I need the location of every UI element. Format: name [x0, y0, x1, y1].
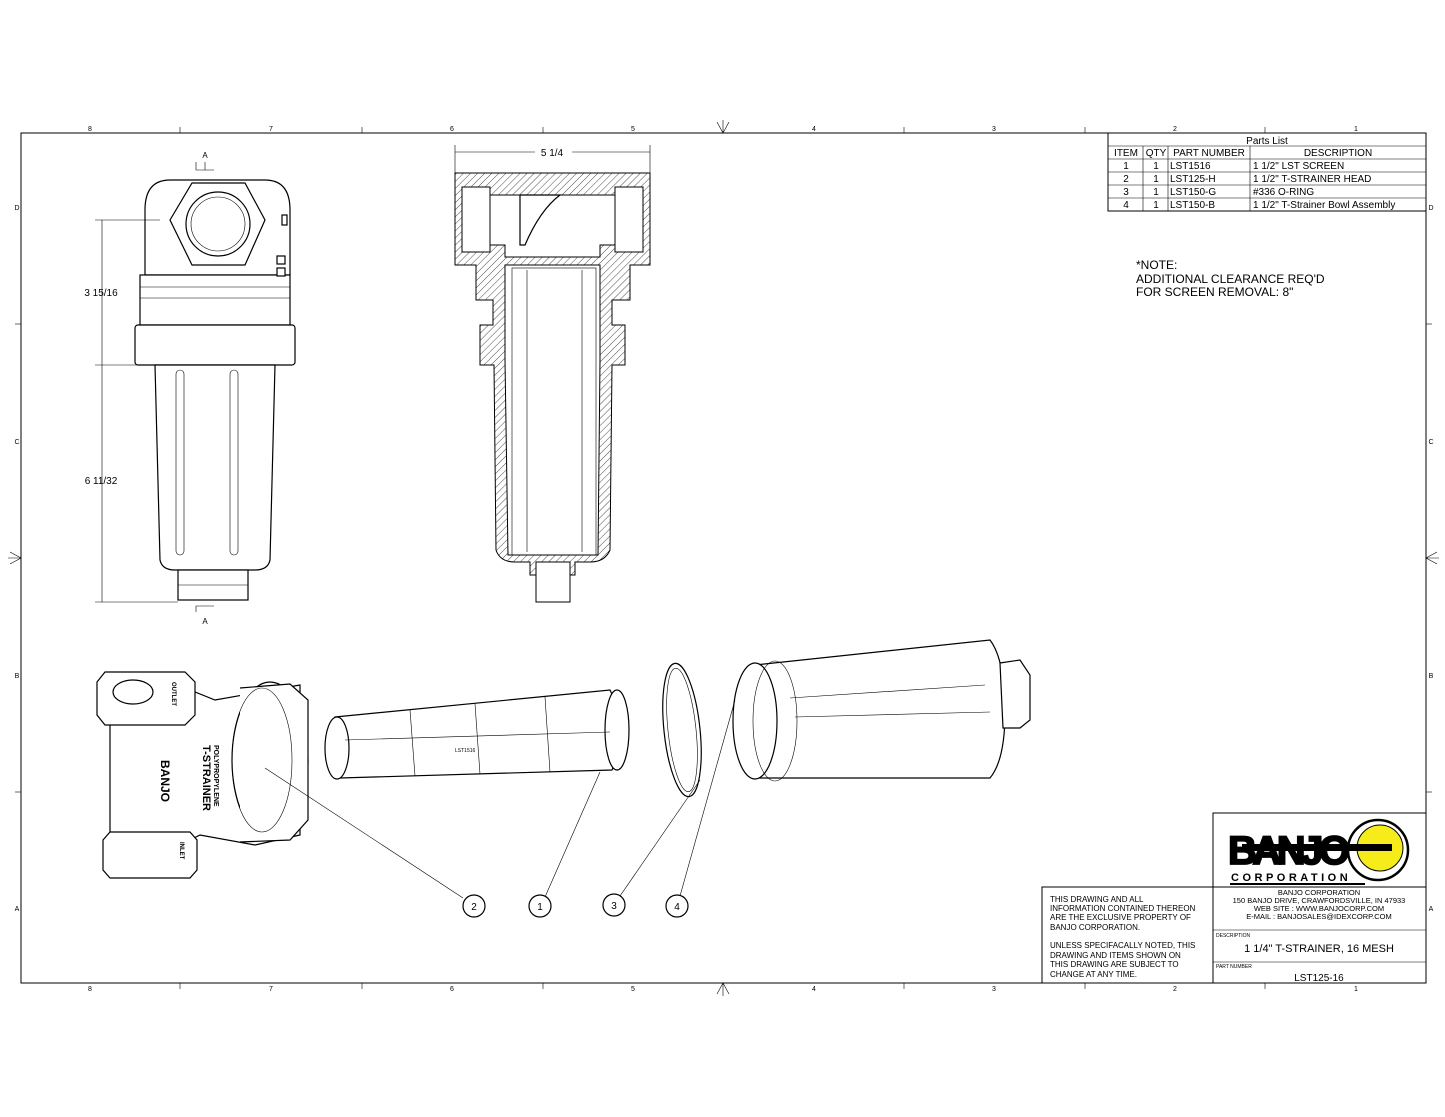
- note-line-2: ADDITIONAL CLEARANCE REQ'D: [1136, 272, 1325, 286]
- zone-col-1: 1: [1354, 126, 1358, 133]
- row-description: 1 1/2" T-Strainer Bowl Assembly: [1253, 200, 1395, 211]
- zone-col-5: 5: [631, 126, 635, 133]
- company-name: BANJO CORPORATION: [1278, 888, 1360, 897]
- logo-subtext: CORPORATION: [1231, 872, 1351, 884]
- title-block: BANJO CORPORATION BANJO CORPORATION 150 …: [1041, 812, 1427, 984]
- disclaimer-line: INFORMATION CONTAINED THEREON: [1050, 904, 1196, 913]
- row-qty: 1: [1153, 174, 1159, 185]
- zone-col-2-bottom: 2: [1173, 986, 1177, 993]
- balloon-3: 3: [611, 901, 617, 912]
- section-view: 5 1/4: [454, 145, 651, 603]
- dim-width: 5 1/4: [541, 148, 564, 159]
- row-part-number: LST125-H: [1170, 174, 1216, 185]
- zone-row-d: D: [14, 205, 19, 212]
- zone-col-4-bottom: 4: [812, 986, 816, 993]
- header-qty: QTY: [1146, 148, 1167, 159]
- marking-inlet: INLET: [178, 842, 184, 860]
- balloon-2: 2: [471, 902, 477, 913]
- company-address: 150 BANJO DRIVE, CRAWFORDSVILLE, IN 4793…: [1233, 896, 1406, 905]
- zone-col-3-bottom: 3: [992, 986, 996, 993]
- zone-col-6-bottom: 6: [450, 986, 454, 993]
- leaders: [264, 699, 736, 899]
- description-label: DESCRIPTION: [1216, 933, 1251, 939]
- header-description: DESCRIPTION: [1304, 148, 1372, 159]
- note-line-3: FOR SCREEN REMOVAL: 8": [1136, 285, 1293, 299]
- part-number-value: LST125-16: [1294, 973, 1344, 984]
- parts-list-table: Parts List ITEM QTY PART NUMBER DESCRIPT…: [1107, 132, 1427, 212]
- zone-row-a-right: A: [1429, 906, 1434, 913]
- description-value: 1 1/4" T-STRAINER, 16 MESH: [1244, 943, 1394, 955]
- disclaimer-line: THIS DRAWING AND ALL: [1050, 895, 1144, 904]
- marking-screen: LST1516: [455, 748, 476, 754]
- zone-col-7-bottom: 7: [269, 986, 273, 993]
- zone-row-c: C: [14, 439, 19, 446]
- section-label-bottom: A: [202, 617, 208, 626]
- part-number-label: PART NUMBER: [1216, 964, 1252, 970]
- company-email: E-MAIL : BANJOSALES@IDEXCORP.COM: [1246, 912, 1392, 921]
- logo-text: BANJO: [1228, 829, 1350, 873]
- zone-row-b: B: [15, 673, 20, 680]
- marking-brand: BANJO: [158, 760, 172, 802]
- section-label-top: A: [202, 151, 208, 160]
- zone-col-5-bottom: 5: [631, 986, 635, 993]
- dim-head-height: 3 15/16: [84, 288, 118, 299]
- row-item: 2: [1123, 174, 1129, 185]
- banjo-logo: BANJO CORPORATION: [1227, 818, 1410, 885]
- row-qty: 1: [1153, 187, 1159, 198]
- table-row: 3 1 LST150-G #336 O-RING: [1123, 187, 1314, 198]
- disclaimer-line: DRAWING AND ITEMS SHOWN ON: [1050, 951, 1181, 960]
- balloon-1: 1: [537, 902, 543, 913]
- bowl-iso: [732, 639, 1031, 782]
- table-row: 1 1 LST1516 1 1/2" LST SCREEN: [1123, 161, 1344, 172]
- zone-col-4: 4: [812, 126, 816, 133]
- header-part-number: PART NUMBER: [1173, 148, 1245, 159]
- row-qty: 1: [1153, 161, 1159, 172]
- row-description: #336 O-RING: [1253, 187, 1314, 198]
- clearance-note: *NOTE: ADDITIONAL CLEARANCE REQ'D FOR SC…: [1136, 258, 1325, 299]
- disclaimer-line: BANJO CORPORATION.: [1050, 923, 1140, 932]
- zone-col-7: 7: [269, 126, 273, 133]
- zone-col-3: 3: [992, 126, 996, 133]
- marking-outlet: OUTLET: [170, 682, 176, 706]
- table-row: 4 1 LST150-B 1 1/2" T-Strainer Bowl Assembl…: [1123, 200, 1395, 211]
- balloon-4: 4: [674, 902, 680, 913]
- zone-col-8-bottom: 8: [88, 986, 92, 993]
- row-part-number: LST150-B: [1170, 200, 1215, 211]
- balloons: 2 1 3 4: [462, 893, 689, 918]
- row-item: 1: [1123, 161, 1129, 172]
- zone-col-8: 8: [88, 126, 92, 133]
- company-website: WEB SITE : WWW.BANJOCORP.COM: [1254, 904, 1384, 913]
- marking-model: T-STRAINER: [200, 745, 212, 811]
- strainer-head-iso: BANJO T-STRAINER POLYPROPYLENE OUTLET IN…: [96, 671, 309, 879]
- table-row: 2 1 LST125-H 1 1/2" T-STRAINER HEAD: [1123, 174, 1371, 185]
- row-item: 3: [1123, 187, 1129, 198]
- zone-row-d-right: D: [1428, 205, 1433, 212]
- zone-col-2: 2: [1173, 126, 1177, 133]
- screen-iso: LST1516: [324, 689, 630, 780]
- dim-bowl-height: 6 11/32: [85, 476, 118, 487]
- zone-ticks: [8, 120, 1439, 996]
- header-item: ITEM: [1114, 148, 1138, 159]
- row-description: 1 1/2" T-STRAINER HEAD: [1253, 174, 1371, 185]
- zone-row-b-right: B: [1429, 673, 1434, 680]
- row-part-number: LST1516: [1170, 161, 1211, 172]
- row-description: 1 1/2" LST SCREEN: [1253, 161, 1344, 172]
- disclaimer-line: CHANGE AT ANY TIME.: [1050, 970, 1137, 979]
- o-ring-iso: [662, 662, 702, 798]
- front-view: A A 3 15/16 6 11/32: [84, 151, 296, 626]
- row-qty: 1: [1153, 200, 1159, 211]
- disclaimer-line: UNLESS SPECIFACALLY NOTED, THIS: [1050, 941, 1195, 950]
- row-item: 4: [1123, 200, 1129, 211]
- marking-material: POLYPROPYLENE: [212, 745, 219, 807]
- disclaimer-line: ARE THE EXCLUSIVE PROPERTY OF: [1050, 913, 1191, 922]
- disclaimer-line: THIS DRAWING ARE SUBJECT TO: [1050, 960, 1179, 969]
- zone-labels: 8 7 6 5 4 3 2 1 8 7 6 5 4 3 2 1 D C B A …: [14, 126, 1433, 993]
- row-part-number: LST150-G: [1170, 187, 1216, 198]
- note-line-1: *NOTE:: [1136, 258, 1177, 272]
- zone-col-1-bottom: 1: [1354, 986, 1358, 993]
- zone-row-c-right: C: [1428, 439, 1433, 446]
- zone-row-a: A: [15, 906, 20, 913]
- parts-list-title: Parts List: [1246, 136, 1288, 147]
- zone-col-6: 6: [450, 126, 454, 133]
